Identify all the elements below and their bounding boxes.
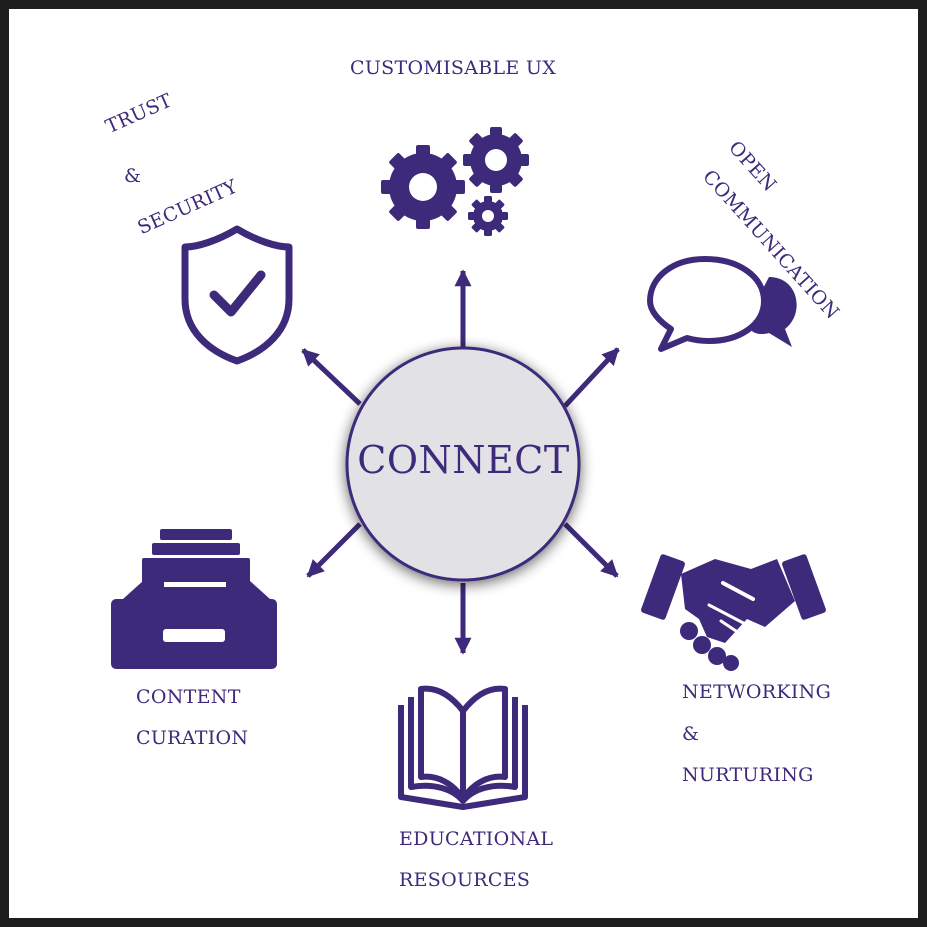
diagram-graphics bbox=[111, 127, 826, 810]
customisable-ux-label: CUSTOMISABLE UX bbox=[350, 57, 557, 79]
arrow-up-left bbox=[301, 348, 362, 406]
arrow-down-right bbox=[563, 522, 619, 578]
speech-bubbles-icon bbox=[647, 256, 797, 352]
trust-label-line2: & bbox=[124, 165, 142, 187]
networking-label-line2: & bbox=[682, 723, 700, 745]
arrow-up-right bbox=[563, 347, 620, 408]
hub-label: CONNECT bbox=[357, 438, 570, 482]
educational-label-line1: EDUCATIONAL bbox=[399, 828, 554, 850]
content-label-line1: CONTENT bbox=[136, 686, 241, 708]
shield-check-icon bbox=[181, 225, 293, 365]
open-book-icon bbox=[398, 685, 528, 810]
nurturing-label-line3: NURTURING bbox=[682, 764, 814, 786]
arrow-down-left bbox=[306, 522, 362, 578]
resources-label-line2: RESOURCES bbox=[399, 869, 531, 891]
handshake-icon bbox=[641, 554, 826, 671]
file-drawer-icon bbox=[111, 529, 277, 669]
curation-label-line2: CURATION bbox=[136, 727, 249, 749]
networking-label-line1: NETWORKING bbox=[682, 681, 832, 703]
diagram-canvas: CUSTOMISABLE UX TRUST & SECURITY OPEN CO… bbox=[9, 9, 918, 918]
connect-hub bbox=[345, 346, 581, 582]
gears-icon bbox=[381, 127, 529, 236]
